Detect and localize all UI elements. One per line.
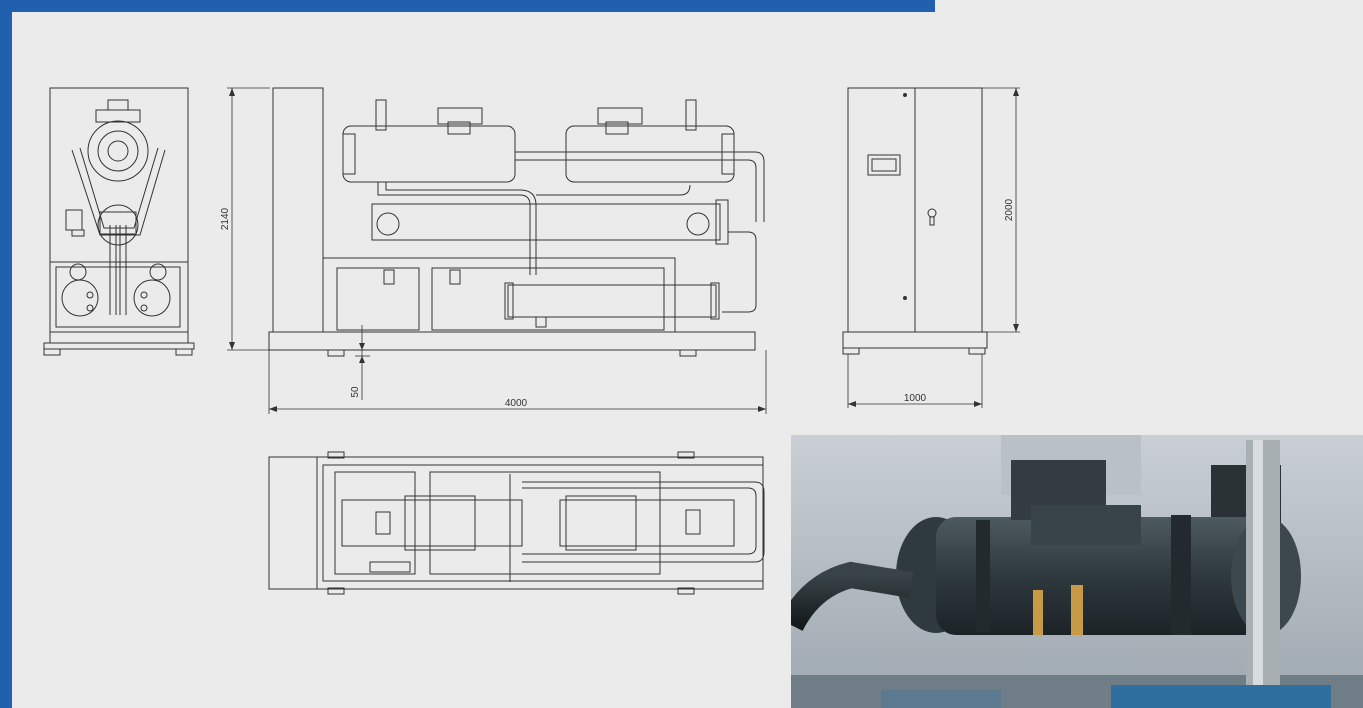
dim-height-side: 2000 [1004, 198, 1015, 221]
top-accent-bar [0, 0, 935, 12]
dim-height-overall: 2140 [220, 207, 231, 230]
dim-width: 1000 [904, 393, 927, 404]
dimension-arrows [229, 88, 1019, 412]
dim-base-height: 50 [350, 386, 361, 398]
end-view [43, 87, 195, 356]
top-view [268, 451, 765, 595]
compressor-photo [791, 435, 1363, 708]
dim-length: 4000 [505, 398, 528, 409]
front-view [268, 87, 765, 357]
dimension-lines [227, 87, 1020, 414]
side-view [842, 87, 988, 355]
left-accent-bar [0, 0, 12, 708]
